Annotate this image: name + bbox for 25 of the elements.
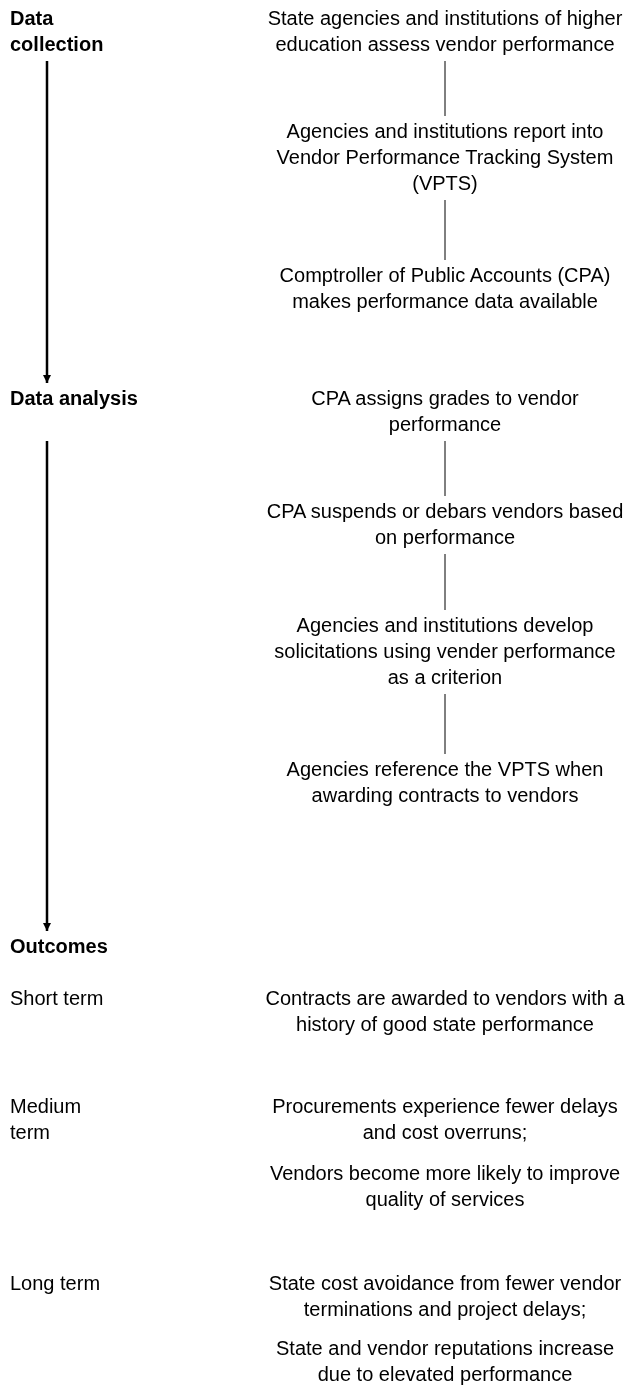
step-text: Agencies reference the VPTS when awarding contracts to vendors: [262, 756, 628, 808]
term-label: Long term: [10, 1271, 102, 1296]
step-text: Comptroller of Public Accounts (CPA) makes performance data available: [262, 262, 628, 314]
term-label: Medium term: [10, 1094, 83, 1145]
outcome-text: Vendors become more likely to improve quality of services: [268, 1161, 622, 1212]
step-text: CPA suspends or debars vendors based on performance: [262, 498, 628, 550]
outcome-text: Procurements experience fewer delays and cost overruns;: [271, 1094, 619, 1145]
connector-line: [444, 693, 446, 755]
connector-line: [444, 60, 446, 117]
outcome-text: State cost avoidance from fewer vendor terminations and project delays;: [267, 1271, 623, 1322]
connector-line: [444, 199, 446, 261]
arrow: [43, 61, 51, 383]
section-heading: Data analysis: [10, 385, 140, 411]
step-text: State agencies and institutions of higher education assess vendor performance: [262, 5, 628, 57]
section-heading: Outcomes: [10, 933, 140, 959]
step-text: CPA assigns grades to vendor performance: [262, 385, 628, 437]
step-text: Agencies and institutions report into Vendor Performance Tracking System (VPTS): [262, 118, 628, 196]
outcome-text: Contracts are awarded to vendors with a history of good state performance: [264, 986, 626, 1037]
term-label: Short term: [10, 986, 105, 1011]
arrow: [43, 441, 51, 931]
connector-line: [444, 440, 446, 497]
connector-line: [444, 553, 446, 611]
section-heading: Data collection: [10, 5, 140, 57]
outcome-text: State and vendor reputations increase due to elevated performance: [275, 1336, 615, 1387]
step-text: Agencies and institutions develop solicitations using vender performance as a criterion: [262, 612, 628, 690]
